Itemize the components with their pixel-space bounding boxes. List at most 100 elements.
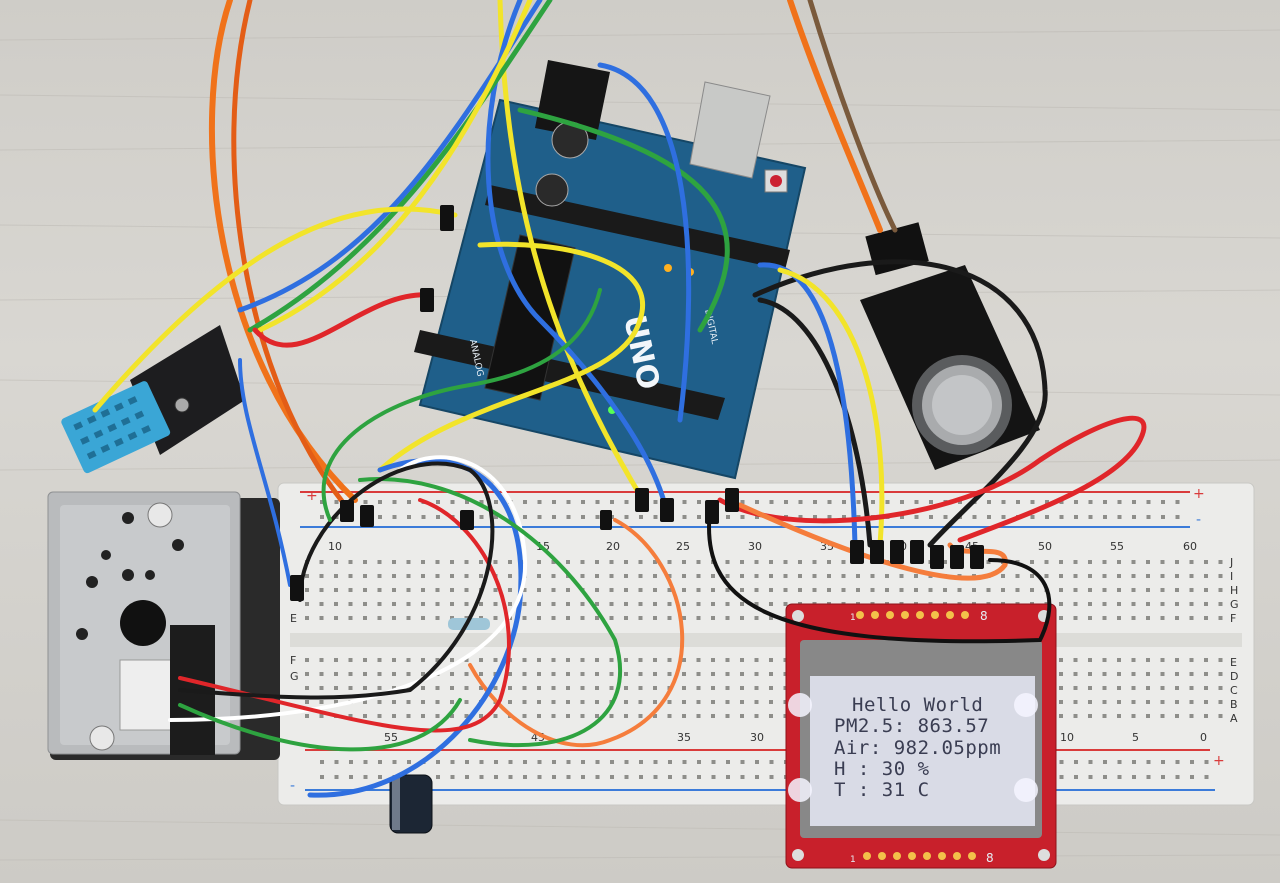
breadboard-hole (1218, 616, 1223, 620)
breadboard-hole (624, 602, 628, 606)
breadboard-hole (406, 616, 411, 620)
breadboard-hole (1044, 574, 1049, 578)
breadboard-hole (1103, 500, 1107, 504)
breadboard-hole (755, 500, 759, 504)
breadboard-hole (406, 686, 411, 690)
breadboard-hole (740, 658, 744, 662)
breadboard-hole (754, 574, 759, 578)
breadboard-hole (493, 658, 498, 662)
breadboard-hole (682, 574, 686, 578)
breadboard-hole (624, 616, 628, 620)
breadboard-hole (1189, 574, 1194, 578)
breadboard-hole (320, 775, 324, 779)
breadboard-hole (1131, 686, 1136, 690)
breadboard-hole (522, 602, 527, 606)
breadboard-hole (943, 588, 947, 592)
breadboard-hole (1103, 760, 1107, 764)
breadboard-hole (566, 500, 571, 504)
breadboard-hole (1030, 588, 1034, 592)
breadboard-hole (334, 658, 338, 662)
breadboard-hole (334, 760, 339, 764)
breadboard-hole (1016, 500, 1020, 504)
breadboard-hole (479, 574, 483, 578)
breadboard-hole (725, 602, 730, 606)
breadboard-hole (1030, 500, 1035, 504)
row-letter: G (1230, 598, 1239, 611)
breadboard-hole (1146, 574, 1150, 578)
breadboard-hole (1204, 775, 1209, 779)
breadboard-hole (493, 602, 498, 606)
breadboard-hole (1059, 560, 1063, 564)
breadboard-hole (682, 515, 687, 519)
breadboard-hole (363, 560, 367, 564)
breadboard-hole (1146, 775, 1151, 779)
breadboard-hole (522, 658, 527, 662)
breadboard-hole (348, 602, 353, 606)
breadboard-hole (1160, 714, 1165, 718)
breadboard-hole (305, 714, 309, 718)
bb-num: 5 (1132, 731, 1139, 744)
breadboard-hole (1059, 700, 1063, 704)
breadboard-hole (841, 560, 846, 564)
breadboard-hole (348, 658, 353, 662)
breadboard-hole (552, 775, 556, 779)
breadboard-hole (1102, 588, 1107, 592)
breadboard-hole (885, 588, 889, 592)
breadboard-hole (508, 560, 512, 564)
bb-num: 50 (1038, 540, 1052, 553)
breadboard-hole (1161, 515, 1165, 519)
breadboard-hole (348, 588, 353, 592)
breadboard-hole (667, 672, 672, 676)
breadboard-hole (696, 560, 701, 564)
breadboard-hole (1204, 560, 1208, 564)
breadboard-hole (595, 714, 599, 718)
lcd-line-greeting: Hello World (852, 694, 983, 716)
breadboard-hole (914, 515, 919, 519)
breadboard-hole (1117, 760, 1122, 764)
breadboard-hole (711, 574, 715, 578)
breadboard-hole (1190, 760, 1194, 764)
breadboard-hole (435, 602, 440, 606)
breadboard-hole (566, 616, 570, 620)
breadboard-hole (377, 616, 382, 620)
breadboard-hole (754, 602, 759, 606)
breadboard-hole (1204, 672, 1208, 676)
breadboard-hole (682, 602, 686, 606)
breadboard-hole (696, 700, 701, 704)
breadboard-hole (1204, 700, 1208, 704)
breadboard-hole (1160, 560, 1165, 564)
breadboard-hole (522, 700, 527, 704)
breadboard-hole (1102, 700, 1107, 704)
breadboard-hole (1131, 602, 1136, 606)
breadboard-hole (595, 515, 600, 519)
breadboard-hole (392, 515, 397, 519)
breadboard-hole (769, 760, 774, 764)
breadboard-hole (856, 500, 861, 504)
breadboard-hole (667, 714, 672, 718)
minus-sign: - (1196, 512, 1201, 528)
breadboard-hole (363, 658, 367, 662)
breadboard-hole (1102, 658, 1107, 662)
breadboard-hole (711, 760, 716, 764)
breadboard-hole (725, 686, 730, 690)
breadboard-hole (377, 714, 382, 718)
breadboard-hole (464, 560, 469, 564)
breadboard-hole (711, 672, 715, 676)
breadboard-hole (870, 588, 875, 592)
breadboard-hole (1088, 500, 1093, 504)
breadboard-hole (798, 560, 802, 564)
breadboard-hole (1146, 700, 1150, 704)
breadboard-hole (639, 775, 643, 779)
breadboard-hole (377, 700, 382, 704)
breadboard-hole (334, 672, 338, 676)
breadboard-hole (1175, 700, 1179, 704)
breadboard-hole (537, 500, 542, 504)
breadboard-hole (464, 574, 469, 578)
breadboard-hole (624, 560, 628, 564)
breadboard-hole (537, 700, 541, 704)
breadboard-hole (653, 760, 658, 764)
breadboard-hole (523, 515, 527, 519)
breadboard-hole (363, 672, 367, 676)
breadboard-hole (639, 515, 643, 519)
